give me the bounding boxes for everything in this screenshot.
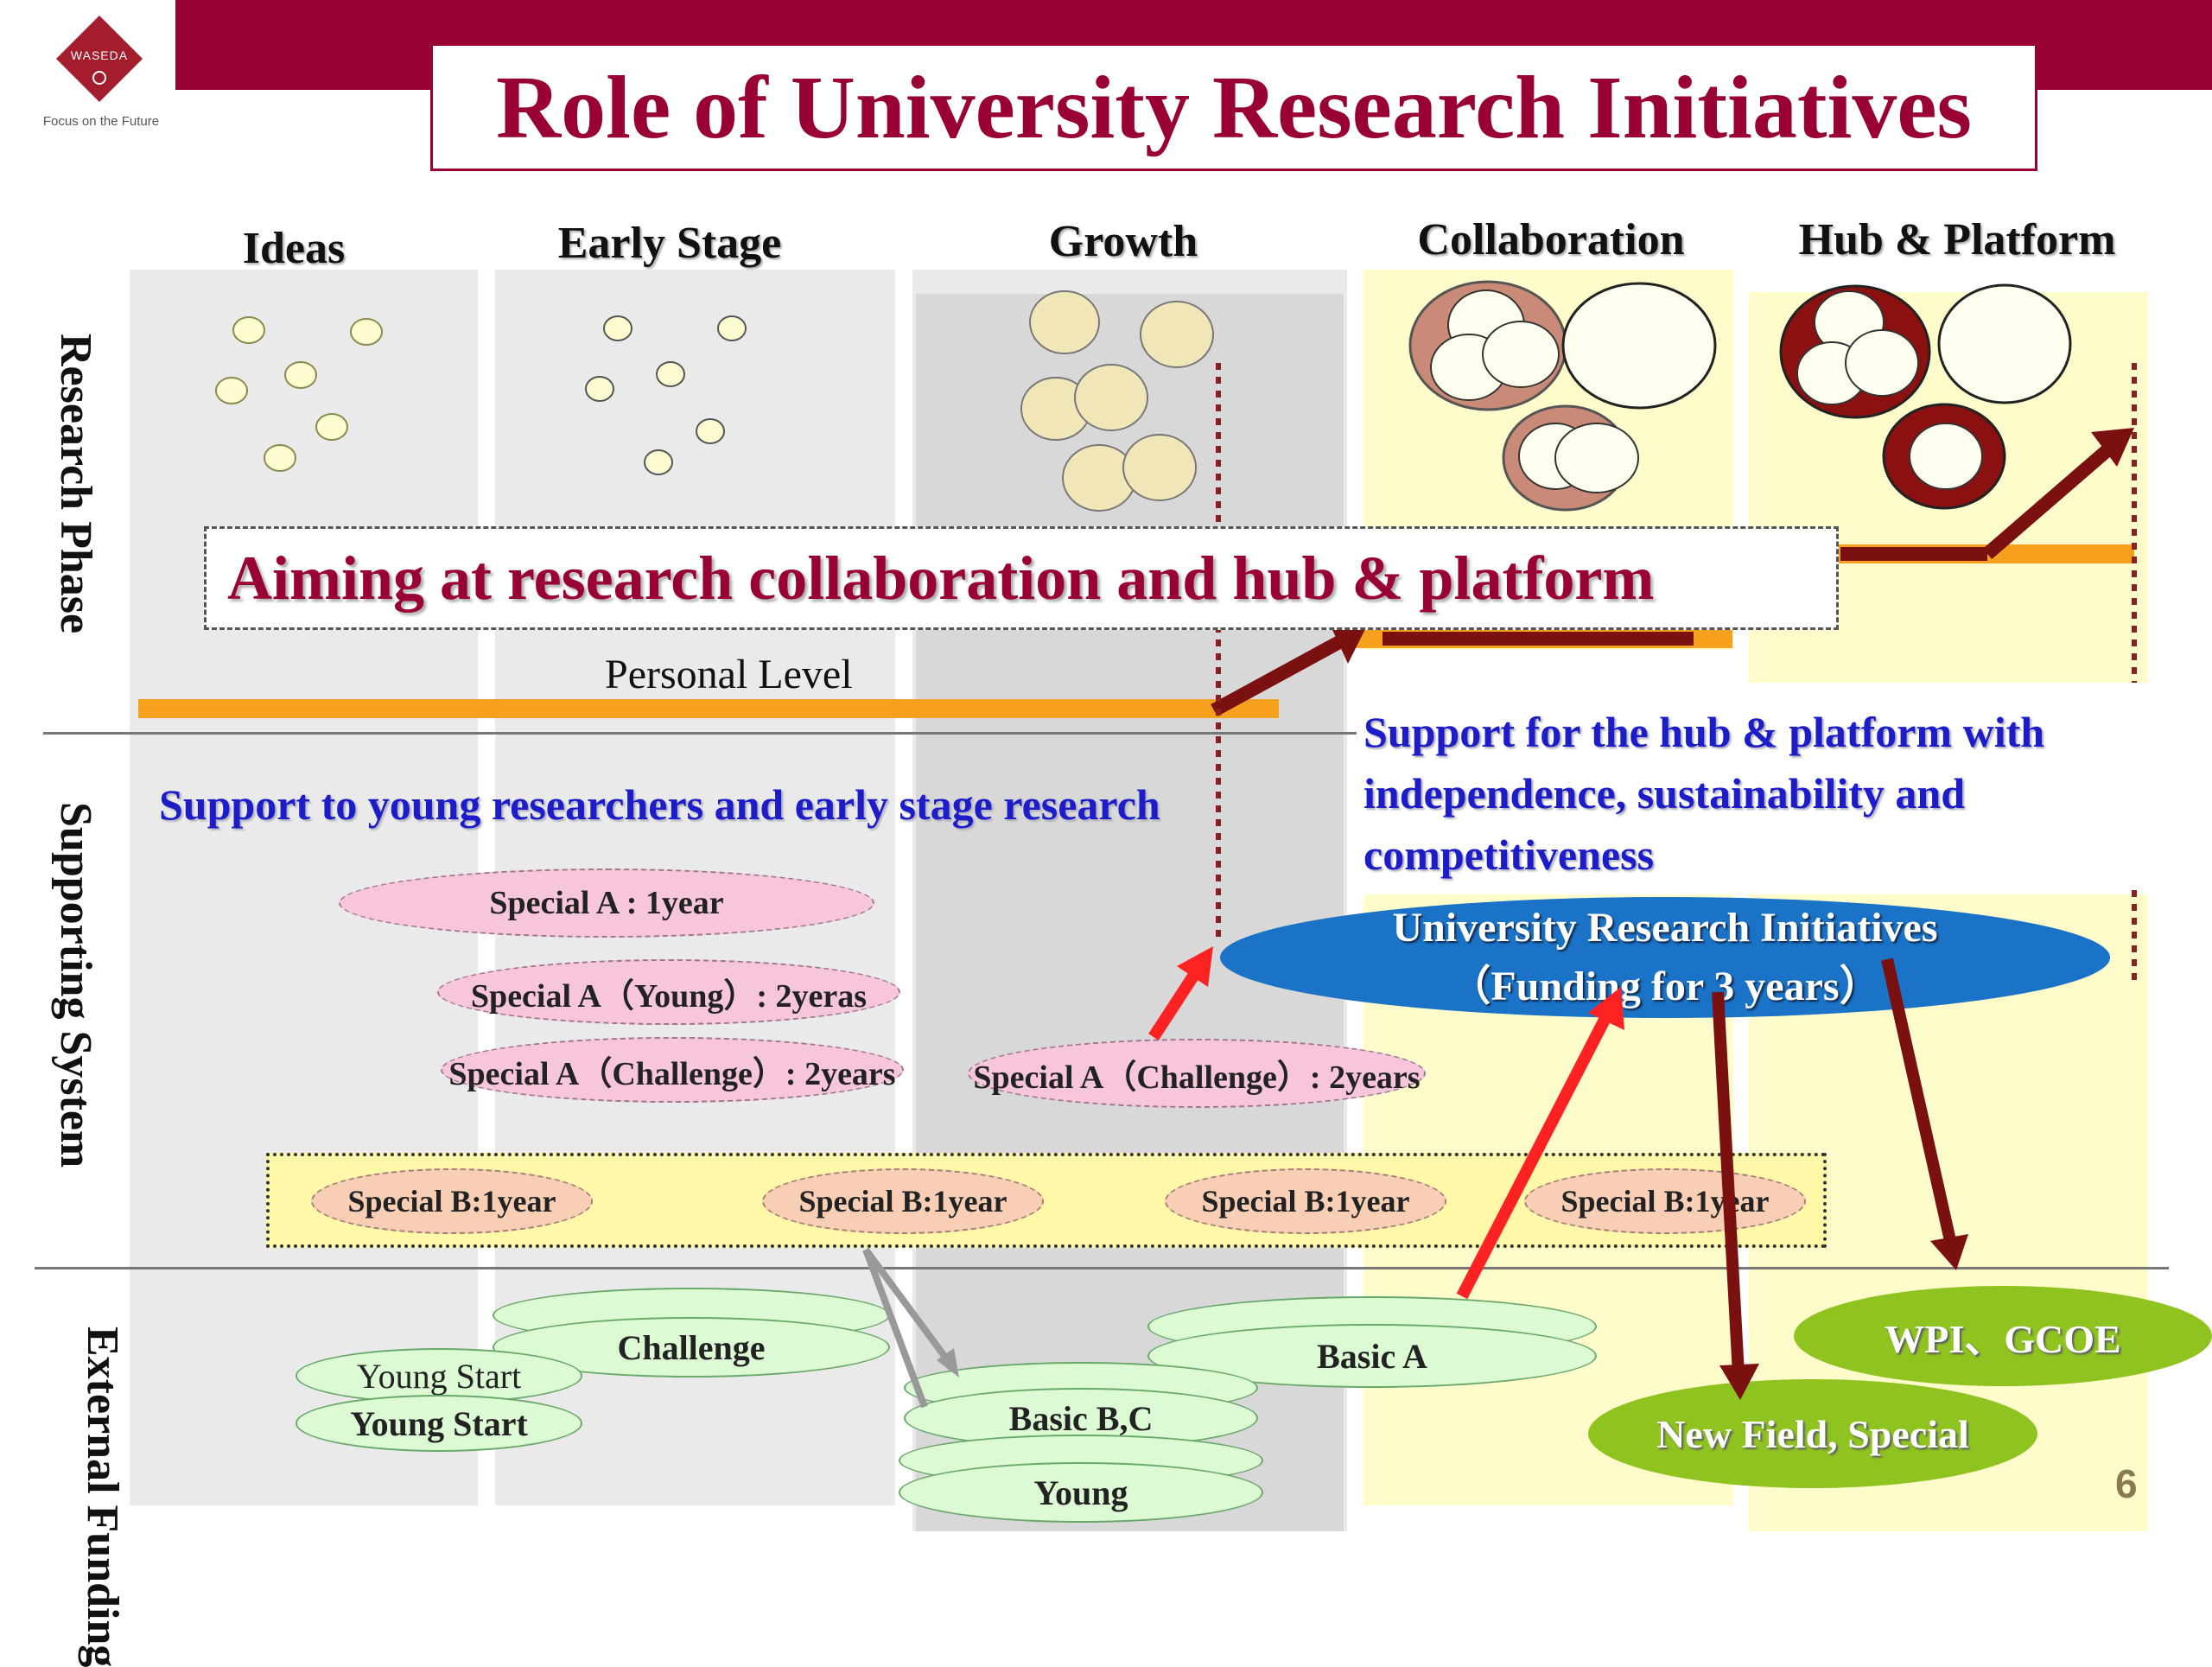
separator-support-external xyxy=(35,1267,2169,1269)
wpi-gcoe-ellipse: WPI、GCOE xyxy=(1794,1286,2212,1386)
idea-dots xyxy=(215,316,383,472)
waseda-logo: WASEDA Focus on the Future xyxy=(19,16,183,141)
page-title: Role of University Research Initiatives xyxy=(495,57,1973,157)
column-header-growth: Growth xyxy=(1048,217,1198,266)
aiming-banner-text: Aiming at research collaboration and hub… xyxy=(227,543,1655,613)
special-b-2: Special B:1year xyxy=(762,1168,1044,1234)
uri-line1: University Research Initiatives xyxy=(1392,904,1938,951)
special-a-1year: Special A : 1year xyxy=(339,868,874,938)
column-header-early-stage: Early Stage xyxy=(557,219,782,268)
collaboration-clusters xyxy=(1408,280,1717,512)
personal-level-label: Personal Level xyxy=(605,652,853,697)
page-number: 6 xyxy=(2115,1461,2138,1506)
row-label-supporting-system: Supporting System xyxy=(51,802,100,1168)
separator-research-support xyxy=(43,732,1357,735)
arrows-overlay xyxy=(862,946,1968,1409)
special-a-challenge-growth: Special A（Challenge）: 2years xyxy=(968,1039,1426,1108)
aiming-banner: Aiming at research collaboration and hub… xyxy=(204,526,1839,630)
special-b-1: Special B:1year xyxy=(311,1168,593,1234)
column-header-collaboration: Collaboration xyxy=(1417,215,1685,264)
uri-ellipse: University Research Initiatives （Funding… xyxy=(1220,897,2110,1018)
research-phase-graphics xyxy=(138,280,2137,985)
logo-name: WASEDA xyxy=(70,48,129,62)
uri-line2: （Funding for 3 years） xyxy=(1449,963,1881,1009)
young-ellipse: Young xyxy=(899,1462,1263,1523)
young-start-ellipse-2: Young Start xyxy=(296,1395,582,1452)
column-header-ideas: Ideas xyxy=(242,224,346,273)
new-field-special-ellipse: New Field, Special xyxy=(1588,1379,2037,1488)
column-header-hub-platform: Hub & Platform xyxy=(1798,215,2116,264)
basic-a-ellipse: Basic A xyxy=(1147,1324,1597,1388)
early-stage-dots xyxy=(585,315,747,475)
special-a-challenge: Special A（Challenge）: 2years xyxy=(441,1037,904,1103)
special-a-young: Special A（Young）: 2yeras xyxy=(437,959,900,1025)
hub-clusters xyxy=(1779,283,2072,510)
growth-circles xyxy=(1020,290,1214,512)
logo-tagline: Focus on the Future xyxy=(42,114,160,129)
special-b-3: Special B:1year xyxy=(1165,1168,1446,1234)
support-young-text: Support to young researchers and early s… xyxy=(159,780,1160,829)
title-box: Role of University Research Initiatives xyxy=(430,43,2037,171)
row-label-research-phase: Research Phase xyxy=(51,334,100,634)
support-hub-text: Support for the hub & platform with inde… xyxy=(1363,708,2045,879)
logo-diamond-icon xyxy=(56,16,143,102)
